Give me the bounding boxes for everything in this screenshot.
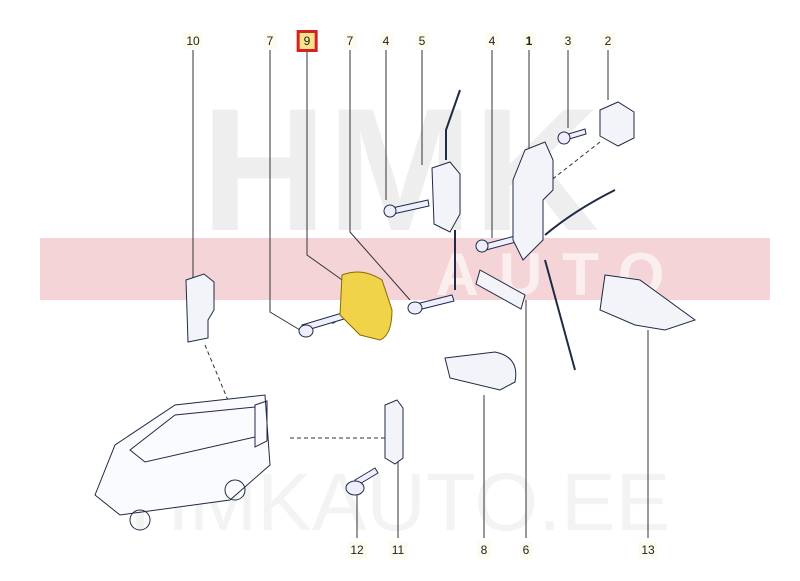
part-10-bracket <box>185 273 215 343</box>
cable <box>544 189 616 236</box>
callout-12: 12 <box>347 542 367 558</box>
callout-4: 4 <box>485 33 499 49</box>
part-11-striker <box>384 399 404 465</box>
callout-7: 7 <box>343 33 357 49</box>
part-6-lever <box>475 269 526 310</box>
callout-8: 8 <box>477 542 491 558</box>
part-8-handle <box>444 351 517 391</box>
part-2-switch <box>599 101 635 147</box>
callout-2: 2 <box>601 33 615 49</box>
callout-11: 11 <box>388 542 408 558</box>
callout-13: 13 <box>638 542 658 558</box>
callout-7: 7 <box>263 33 277 49</box>
part-7-bolt-left <box>298 312 345 338</box>
callout-3: 3 <box>561 33 575 49</box>
part-1-lock <box>512 141 554 261</box>
part-6-rod <box>544 259 576 371</box>
callout-6: 6 <box>519 542 533 558</box>
callout-4: 4 <box>379 33 393 49</box>
callout-10: 10 <box>183 33 203 49</box>
callout-1: 1 <box>522 33 536 49</box>
callout-9-highlighted: 9 <box>296 30 318 52</box>
part-5-rod <box>445 89 461 290</box>
part-5-bracket <box>431 161 461 233</box>
part-3-bolt <box>557 128 587 145</box>
part-4-bolt-right <box>475 235 517 253</box>
part-12-bolt <box>345 467 379 496</box>
part-13-cover <box>599 274 697 331</box>
part-4-bolt-left <box>383 199 430 218</box>
part-9-cover <box>339 271 393 341</box>
part-7-bolt-right <box>407 294 455 315</box>
callout-5: 5 <box>415 33 429 49</box>
vehicle-illustration <box>94 394 271 531</box>
